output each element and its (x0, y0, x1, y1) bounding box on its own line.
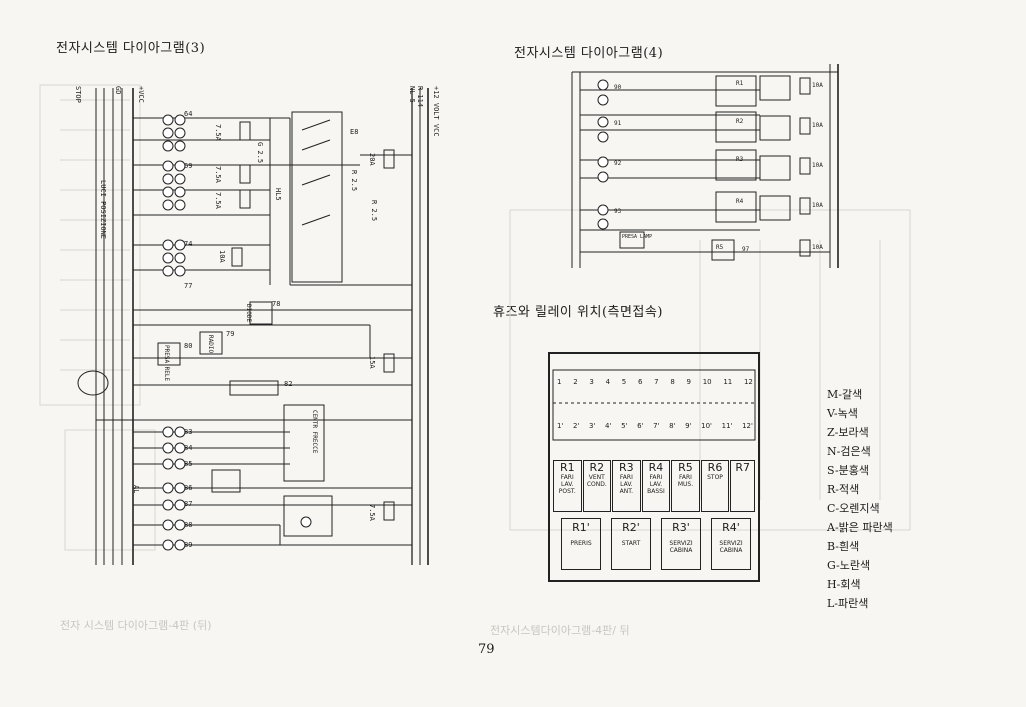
relay-desc: FARI LAV. ANT. (619, 474, 634, 495)
relay-r3-prime: R3' SERVIZI CABINA (661, 518, 701, 570)
relay-desc: FARI LAV. BASSI (647, 474, 665, 495)
relay-desc: FARI MUS. (677, 474, 694, 488)
fuse-section-title: 휴즈와 릴레이 위치(측면접속) (493, 305, 663, 320)
fuse-number: 5 (621, 378, 627, 386)
relay-desc: SERVIZI CABINA (719, 540, 743, 554)
fuse-number: 5' (621, 422, 628, 430)
fuse-number: 9' (685, 422, 692, 430)
ghost-text-left: 전자 시스템 다이아그램-4판 (뒤) (60, 619, 212, 632)
fuse-number: 11 (723, 378, 733, 386)
fuse-number: 10' (701, 422, 712, 430)
relay-desc: PRERIS (570, 540, 592, 547)
fuse-number: 9 (686, 378, 691, 386)
legend-item: C-오렌지색 (827, 502, 880, 515)
relay-r2: R2 VENT COND. (582, 460, 612, 512)
left-wiring-diagram (77, 88, 429, 565)
relay-id: R2' (622, 521, 640, 534)
relay-desc: VENT COND. (586, 474, 607, 488)
legend-item: L-파란색 (827, 597, 869, 610)
fuse-number: 8' (669, 422, 676, 430)
relay-id: R1 (559, 461, 575, 474)
left-page-title: 전자시스템 다이아그램(3) (56, 41, 206, 56)
relay-r3: R3 FARI LAV. ANT. (612, 460, 641, 512)
relay-id: R3 (619, 461, 634, 474)
relay-desc: SERVIZI CABINA (669, 540, 693, 554)
fuse-number: 7' (653, 422, 660, 430)
fuse-number: 3 (589, 378, 594, 386)
relay-id: R7 (735, 461, 750, 474)
relay-row-upper: R1 FARI LAV. POST. R2 VENT COND. R3 FARI… (553, 460, 756, 512)
fuse-box-outline (548, 352, 760, 582)
legend-item: G-노란색 (827, 559, 871, 572)
bleed-through (39, 84, 911, 551)
relay-r1: R1 FARI LAV. POST. (553, 460, 582, 512)
fuse-number: 2 (573, 378, 578, 386)
fuse-row-top: 1 2 3 4 5 6 7 8 9 10 11 12 (557, 378, 753, 386)
relay-id: R5 (678, 461, 693, 474)
page-number: 79 (478, 642, 495, 657)
right-page-title: 전자시스템 다이아그램(4) (514, 46, 664, 61)
fuse-number: 6' (637, 422, 644, 430)
relay-r7: R7 (730, 460, 756, 512)
legend-item: M-갈색 (827, 388, 863, 401)
relay-r4: R4 FARI LAV. BASSI (641, 460, 671, 512)
relay-id: R4' (722, 521, 740, 534)
fuse-number: 11' (721, 422, 733, 430)
relay-row-lower: R1' PRERIS R2' START R3' SERVIZI CABINA … (561, 518, 751, 570)
fuse-number: 7 (654, 378, 659, 386)
fuse-number: 6 (637, 378, 643, 386)
left-fuses (231, 121, 395, 521)
fuse-number: 2' (573, 422, 580, 430)
fuse-number: 1 (557, 378, 562, 386)
relay-id: R3' (672, 521, 690, 534)
relay-id: R1' (572, 521, 590, 534)
relay-desc: START (621, 540, 641, 547)
relay-id: R2 (589, 461, 605, 474)
relay-id: R6 (707, 461, 723, 474)
fuse-number: 3' (589, 422, 596, 430)
fuse-row-bottom: 1' 2' 3' 4' 5' 6' 7' 8' 9' 10' 11' 12' (557, 422, 753, 430)
fuse-box: 1 2 3 4 5 6 7 8 9 10 11 12 1' 2' 3' 4' 5… (553, 370, 756, 580)
relay-r5: R5 FARI MUS. (671, 460, 700, 512)
legend-item: A-밝은 파란색 (827, 521, 893, 534)
right-lamps (597, 79, 609, 230)
legend-item: S-분홍색 (827, 464, 870, 477)
legend-item: R-적색 (827, 483, 860, 496)
fuse-number: 8 (670, 378, 675, 386)
wire-color-legend: M-갈색 V-녹색 Z-보라색 N-검은색 S-분홍색 R-적색 C-오렌지색 … (827, 385, 893, 613)
fuse-number: 1' (557, 422, 564, 430)
relay-desc: STOP (707, 474, 723, 481)
left-lamps (162, 114, 312, 551)
fuse-number: 12' (742, 422, 753, 430)
legend-item: B-흰색 (827, 540, 860, 553)
relay-id: R4 (648, 461, 664, 474)
right-wiring-diagram (571, 64, 839, 268)
fuse-number: 4' (605, 422, 612, 430)
relay-r6: R6 STOP (700, 460, 730, 512)
ghost-text-right: 전자시스템다이아그램-4판/ 뒤 (490, 624, 630, 637)
legend-item: N-검은색 (827, 445, 871, 458)
fuse-number: 12 (743, 378, 753, 386)
relay-r4-prime: R4' SERVIZI CABINA (711, 518, 751, 570)
fuse-number: 10 (702, 378, 712, 386)
legend-item: Z-보라색 (827, 426, 869, 439)
relay-r2-prime: R2' START (611, 518, 651, 570)
relay-desc: FARI LAV. POST. (558, 474, 576, 495)
relay-r1-prime: R1' PRERIS (561, 518, 601, 570)
legend-item: V-녹색 (827, 407, 858, 420)
fuse-number: 4 (605, 378, 611, 386)
legend-item: H-회색 (827, 578, 861, 591)
